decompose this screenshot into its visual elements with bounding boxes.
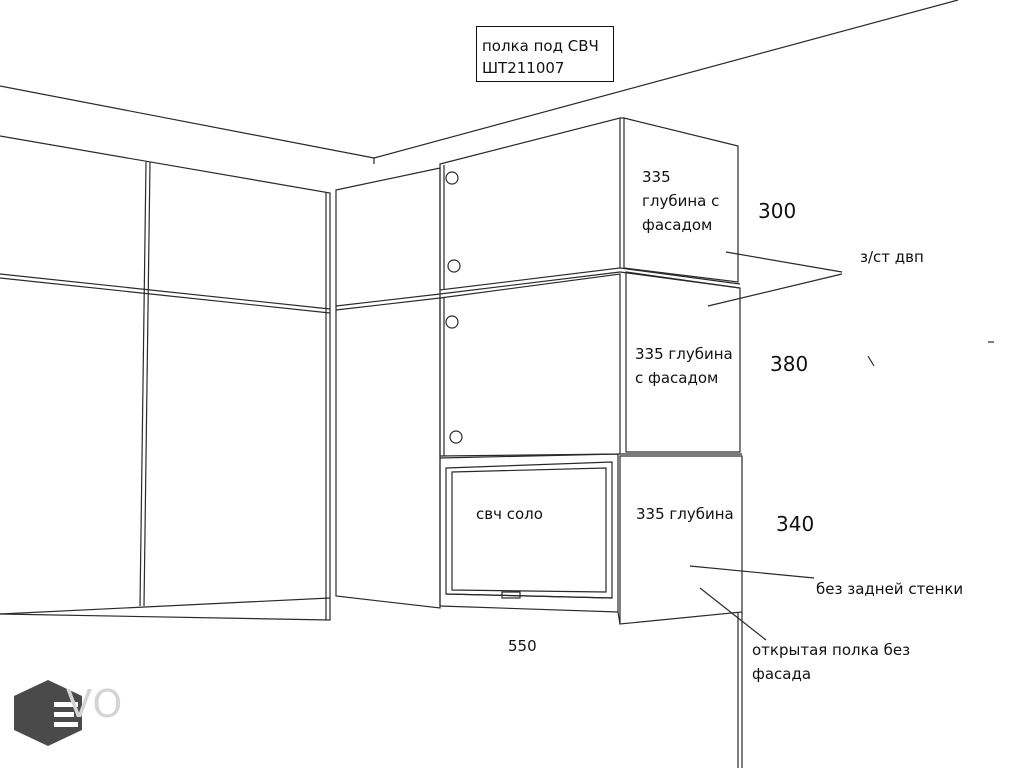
logo-text: VO — [66, 682, 124, 726]
ceiling-edge-right — [373, 0, 959, 159]
lower-depth-label: 335 глубина — [636, 505, 734, 523]
callout-line1: полка под СВЧ — [482, 37, 599, 55]
width-label: 550 — [508, 637, 537, 655]
callout-line2: ШТ211007 — [482, 59, 565, 77]
upper-depth-label-1: 335 — [642, 168, 671, 186]
leader-back-panel-2 — [707, 273, 843, 307]
ceiling-edge-left — [0, 85, 375, 159]
middle-cabinet — [439, 271, 742, 457]
corner-column — [335, 167, 441, 609]
leader-back-panel-1 — [725, 251, 843, 273]
handle-icon — [445, 315, 459, 329]
lower-open-shelf — [439, 453, 743, 768]
evo-logo-icon — [14, 680, 82, 746]
no-back-wall-label: без задней стенки — [816, 580, 964, 598]
lower-height-label: 340 — [776, 512, 815, 536]
upper-depth-label-2: глубина с — [642, 192, 720, 210]
open-shelf-label-1: открытая полка без — [752, 641, 911, 659]
microwave-label: свч соло — [476, 505, 543, 523]
upper-depth-label-3: фасадом — [642, 216, 713, 234]
handle-icon — [445, 171, 459, 185]
upper-cabinet — [439, 117, 741, 295]
middle-depth-label-2: с фасадом — [635, 369, 719, 387]
middle-depth-label-1: 335 глубина — [635, 345, 733, 363]
upper-height-label: 300 — [758, 199, 797, 223]
handle-icon — [449, 430, 463, 444]
back-panel-label: з/ст двп — [860, 248, 924, 266]
open-shelf-label-2: фасада — [752, 665, 812, 683]
leader-no-back-wall — [689, 565, 815, 579]
left-wall-cabinets — [0, 135, 331, 621]
middle-height-label: 380 — [770, 352, 809, 376]
callout-box: полка под СВЧ ШТ211007 — [476, 26, 614, 82]
handle-icon — [447, 259, 461, 273]
leader-open-shelf — [699, 587, 767, 641]
